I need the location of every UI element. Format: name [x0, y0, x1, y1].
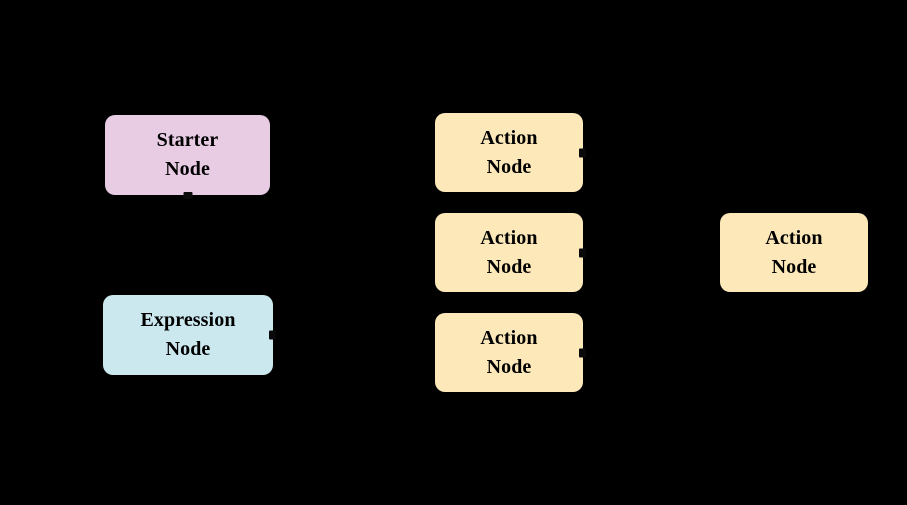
output-port-icon[interactable]: [579, 148, 586, 157]
node-label-starter: Starter Node: [156, 129, 219, 180]
node-action-node-2[interactable]: Action Node: [435, 213, 586, 292]
output-port-icon[interactable]: [183, 192, 192, 199]
node-action-node-4[interactable]: Action Node: [720, 213, 868, 292]
node-label-action-1: Action Node: [480, 126, 538, 178]
node-action-node-1[interactable]: Action Node: [435, 113, 586, 192]
node-label-action-2: Action Node: [480, 226, 538, 278]
output-port-icon[interactable]: [269, 330, 276, 340]
node-action-node-3[interactable]: Action Node: [435, 313, 586, 392]
edge-expression-to-action2: [272, 252, 436, 334]
node-expression-node[interactable]: Expression Node: [103, 295, 276, 375]
edge-expression-to-action3: [272, 334, 436, 354]
node-label-action-4: Action Node: [765, 226, 823, 278]
node-starter-node[interactable]: Starter Node: [105, 115, 270, 199]
output-port-icon[interactable]: [579, 248, 586, 257]
output-port-icon[interactable]: [579, 348, 586, 357]
node-label-action-3: Action Node: [480, 326, 538, 378]
node-label-expression: Expression Node: [140, 309, 236, 360]
